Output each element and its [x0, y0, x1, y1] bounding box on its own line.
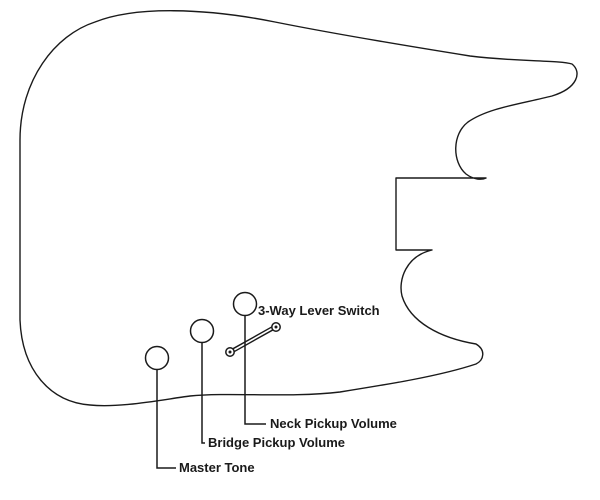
- neck-volume-leader-line: [244, 306, 266, 425]
- lever-switch-slot-inner: [233, 327, 274, 351]
- lever-switch-screw-right-center: [274, 325, 278, 329]
- lever-switch-screw-left-center: [228, 350, 232, 354]
- bridge-volume-leader-line: [201, 332, 205, 444]
- master-tone-label: Master Tone: [179, 460, 255, 475]
- master-tone-leader-line: [156, 360, 176, 469]
- master-tone-knob: [144, 345, 170, 371]
- neck-pickup-volume-label: Neck Pickup Volume: [270, 416, 397, 431]
- bridge-pickup-volume-label: Bridge Pickup Volume: [208, 435, 345, 450]
- guitar-body-outline: [19, 10, 578, 407]
- bridge-pickup-volume-knob: [189, 318, 215, 344]
- lever-switch-label: 3-Way Lever Switch: [258, 303, 380, 318]
- neck-pickup-volume-knob: [232, 291, 258, 317]
- lever-switch: [225, 322, 281, 357]
